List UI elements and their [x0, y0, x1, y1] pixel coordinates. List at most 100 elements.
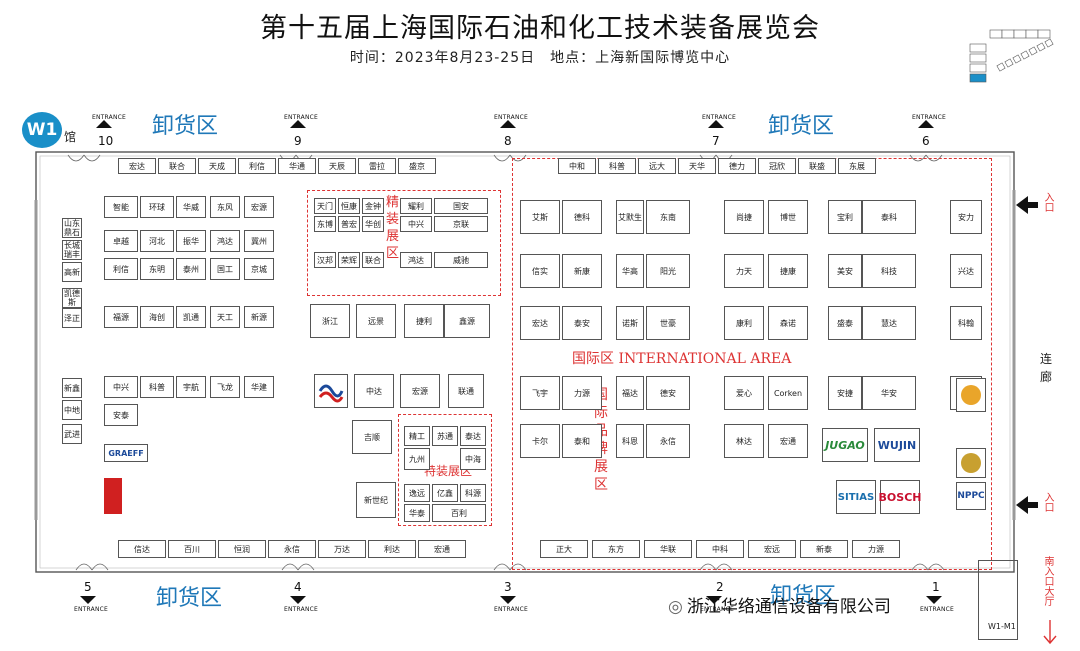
- booth-logo-red[interactable]: [104, 478, 122, 514]
- booth-left-col-6[interactable]: 中地: [62, 400, 82, 420]
- booth-bottom-row-1[interactable]: 百川: [168, 540, 216, 558]
- booth-fitting-grid-11[interactable]: 荣辉: [338, 252, 360, 268]
- booth-intl-grid-6[interactable]: 宝利: [828, 200, 862, 234]
- booth-fitting-grid-9[interactable]: 京联: [434, 216, 488, 232]
- booth-top-row-14[interactable]: 联盛: [798, 158, 836, 174]
- booth-intl-grid-21[interactable]: 世豪: [646, 306, 690, 340]
- booth-intl-grid-3[interactable]: 东南: [646, 200, 690, 234]
- booth-logo-round-2[interactable]: [956, 448, 986, 478]
- booth-left-grid-4[interactable]: 宏源: [244, 196, 274, 218]
- booth-logo-emblem[interactable]: [314, 374, 348, 408]
- booth-intl-grid-16[interactable]: 科技: [862, 254, 916, 288]
- booth-center-grid-8[interactable]: 新世纪: [356, 482, 396, 518]
- booth-special-grid-9[interactable]: 百利: [432, 504, 486, 522]
- booth-top-row-2[interactable]: 天成: [198, 158, 236, 174]
- booth-left-grid-20[interactable]: 中兴: [104, 376, 138, 398]
- booth-left-grid-23[interactable]: 飞龙: [210, 376, 240, 398]
- booth-special-grid-3[interactable]: 九州: [404, 448, 430, 470]
- booth-intl-grid-14[interactable]: 捷康: [768, 254, 808, 288]
- booth-left-grid-10[interactable]: 利信: [104, 258, 138, 280]
- booth-left-grid-17[interactable]: 凯通: [176, 306, 206, 328]
- booth-intl-grid-39[interactable]: 永信: [646, 424, 690, 458]
- booth-top-row-5[interactable]: 天辰: [318, 158, 356, 174]
- booth-bottom-row-0[interactable]: 信达: [118, 540, 166, 558]
- booth-left-grid-0[interactable]: 智能: [104, 196, 138, 218]
- booth-top-row-1[interactable]: 联合: [158, 158, 196, 174]
- booth-center-grid-1[interactable]: 远景: [356, 304, 396, 338]
- booth-bottom-row-13[interactable]: 力源: [852, 540, 900, 558]
- booth-fitting-grid-2[interactable]: 金钟: [362, 198, 384, 214]
- booth-fitting-grid-13[interactable]: 鸿达: [400, 252, 432, 268]
- booth-intl-grid-24[interactable]: 盛泰: [828, 306, 862, 340]
- booth-intl-grid-15[interactable]: 美安: [828, 254, 862, 288]
- booth-intl-grid-0[interactable]: 艾斯: [520, 200, 560, 234]
- booth-special-grid-2[interactable]: 泰达: [460, 426, 486, 446]
- booth-left-grid-5[interactable]: 卓越: [104, 230, 138, 252]
- booth-intl-grid-10[interactable]: 新康: [562, 254, 602, 288]
- booth-fitting-grid-12[interactable]: 联合: [362, 252, 384, 268]
- booth-left-grid-2[interactable]: 华威: [176, 196, 206, 218]
- booth-center-grid-3[interactable]: 鑫源: [444, 304, 490, 338]
- booth-left-grid-1[interactable]: 环球: [140, 196, 174, 218]
- booth-fitting-grid-7[interactable]: 华创: [362, 216, 384, 232]
- booth-logo-jugao[interactable]: JUGAO: [822, 428, 868, 462]
- booth-intl-grid-4[interactable]: 尚捷: [724, 200, 764, 234]
- booth-bottom-row-3[interactable]: 永信: [268, 540, 316, 558]
- booth-intl-grid-9[interactable]: 信实: [520, 254, 560, 288]
- booth-center-grid-6[interactable]: 联通: [448, 374, 484, 408]
- booth-intl-grid-25[interactable]: 慧达: [862, 306, 916, 340]
- booth-top-row-13[interactable]: 冠欣: [758, 158, 796, 174]
- booth-left-col-4[interactable]: 泽正: [62, 308, 82, 328]
- booth-bottom-row-12[interactable]: 新泰: [800, 540, 848, 558]
- booth-fitting-grid-1[interactable]: 恒康: [338, 198, 360, 214]
- booth-intl-grid-23[interactable]: 森诺: [768, 306, 808, 340]
- booth-intl-grid-26[interactable]: 科翰: [950, 306, 982, 340]
- booth-center-grid-7[interactable]: 吉顺: [352, 420, 392, 454]
- booth-intl-grid-36[interactable]: 卡尔: [520, 424, 560, 458]
- booth-top-row-8[interactable]: 中和: [558, 158, 596, 174]
- booth-intl-grid-5[interactable]: 博世: [768, 200, 808, 234]
- booth-fitting-grid-8[interactable]: 中兴: [400, 216, 432, 232]
- booth-logo-round-1[interactable]: [956, 378, 986, 412]
- booth-intl-grid-11[interactable]: 华高: [616, 254, 644, 288]
- booth-intl-grid-13[interactable]: 力天: [724, 254, 764, 288]
- booth-left-col-5[interactable]: 新鑫: [62, 378, 82, 398]
- booth-logo-graeff[interactable]: GRAEFF: [104, 444, 148, 462]
- booth-intl-grid-19[interactable]: 泰安: [562, 306, 602, 340]
- booth-left-grid-13[interactable]: 国工: [210, 258, 240, 280]
- booth-intl-grid-41[interactable]: 宏通: [768, 424, 808, 458]
- booth-top-row-4[interactable]: 华通: [278, 158, 316, 174]
- booth-top-row-0[interactable]: 宏达: [118, 158, 156, 174]
- booth-top-row-6[interactable]: 雷拉: [358, 158, 396, 174]
- booth-center-grid-4[interactable]: 中达: [354, 374, 394, 408]
- booth-intl-grid-29[interactable]: 福达: [616, 376, 644, 410]
- booth-left-grid-15[interactable]: 福源: [104, 306, 138, 328]
- booth-bottom-row-11[interactable]: 宏远: [748, 540, 796, 558]
- booth-top-row-12[interactable]: 德力: [718, 158, 756, 174]
- booth-intl-grid-28[interactable]: 力源: [562, 376, 602, 410]
- booth-bottom-row-8[interactable]: 东方: [592, 540, 640, 558]
- booth-intl-grid-38[interactable]: 科恩: [616, 424, 644, 458]
- booth-fitting-grid-6[interactable]: 普宏: [338, 216, 360, 232]
- booth-left-grid-11[interactable]: 东明: [140, 258, 174, 280]
- booth-intl-grid-20[interactable]: 诺斯: [616, 306, 644, 340]
- booth-intl-grid-40[interactable]: 林达: [724, 424, 764, 458]
- booth-intl-grid-12[interactable]: 阳光: [646, 254, 690, 288]
- booth-fitting-grid-14[interactable]: 威驰: [434, 252, 488, 268]
- booth-left-grid-24[interactable]: 华建: [244, 376, 274, 398]
- booth-intl-grid-37[interactable]: 泰和: [562, 424, 602, 458]
- booth-intl-grid-31[interactable]: 爱心: [724, 376, 764, 410]
- booth-left-grid-25[interactable]: 安泰: [104, 404, 138, 426]
- booth-top-row-15[interactable]: 东展: [838, 158, 876, 174]
- booth-left-grid-3[interactable]: 东风: [210, 196, 240, 218]
- booth-bottom-row-9[interactable]: 华联: [644, 540, 692, 558]
- booth-special-grid-5[interactable]: 逸远: [404, 484, 430, 502]
- booth-intl-grid-27[interactable]: 飞宇: [520, 376, 560, 410]
- booth-intl-grid-7[interactable]: 泰科: [862, 200, 916, 234]
- booth-intl-grid-33[interactable]: 安捷: [828, 376, 862, 410]
- booth-intl-grid-8[interactable]: 安力: [950, 200, 982, 234]
- booth-left-grid-14[interactable]: 京城: [244, 258, 274, 280]
- booth-intl-grid-34[interactable]: 华安: [862, 376, 916, 410]
- booth-top-row-9[interactable]: 科普: [598, 158, 636, 174]
- booth-left-col-1[interactable]: 长城 瑞丰: [62, 240, 82, 260]
